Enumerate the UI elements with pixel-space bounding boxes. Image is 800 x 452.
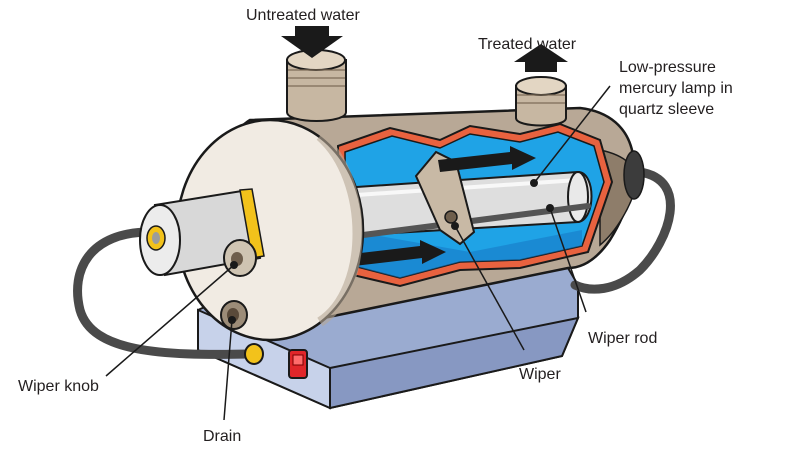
rod-pointer-dot [546, 204, 554, 212]
wiper-pointer-dot [451, 222, 459, 230]
outlet-pipe [515, 76, 567, 127]
label-wiper: Wiper [519, 366, 561, 383]
label-lamp-line2: mercury lamp in [619, 80, 733, 97]
end-cap [175, 118, 365, 342]
knob-pointer-dot [230, 261, 238, 269]
label-wiper-knob: Wiper knob [18, 378, 99, 395]
label-untreated-water: Untreated water [246, 7, 361, 24]
cable-connector [244, 343, 264, 365]
power-switch [288, 349, 308, 379]
inlet-pipe [286, 49, 347, 122]
label-treated-water: Treated water [478, 36, 577, 53]
flow-arrows [352, 146, 536, 266]
label-lamp-line3: quartz sleeve [619, 101, 714, 118]
drain-plug [220, 300, 248, 330]
lamp-pointer-dot [530, 179, 538, 187]
inlet-arrow [281, 26, 343, 58]
label-wiper-rod: Wiper rod [588, 330, 657, 347]
left-cable [73, 227, 255, 359]
label-drain: Drain [203, 428, 241, 445]
wiper [414, 150, 476, 246]
right-cable [570, 167, 675, 294]
label-lamp-line1: Low-pressure [619, 59, 716, 76]
wiper-knob [223, 239, 257, 277]
leader-lines [105, 85, 611, 421]
outlet-arrow [514, 44, 568, 72]
drain-pointer-dot [228, 316, 236, 324]
